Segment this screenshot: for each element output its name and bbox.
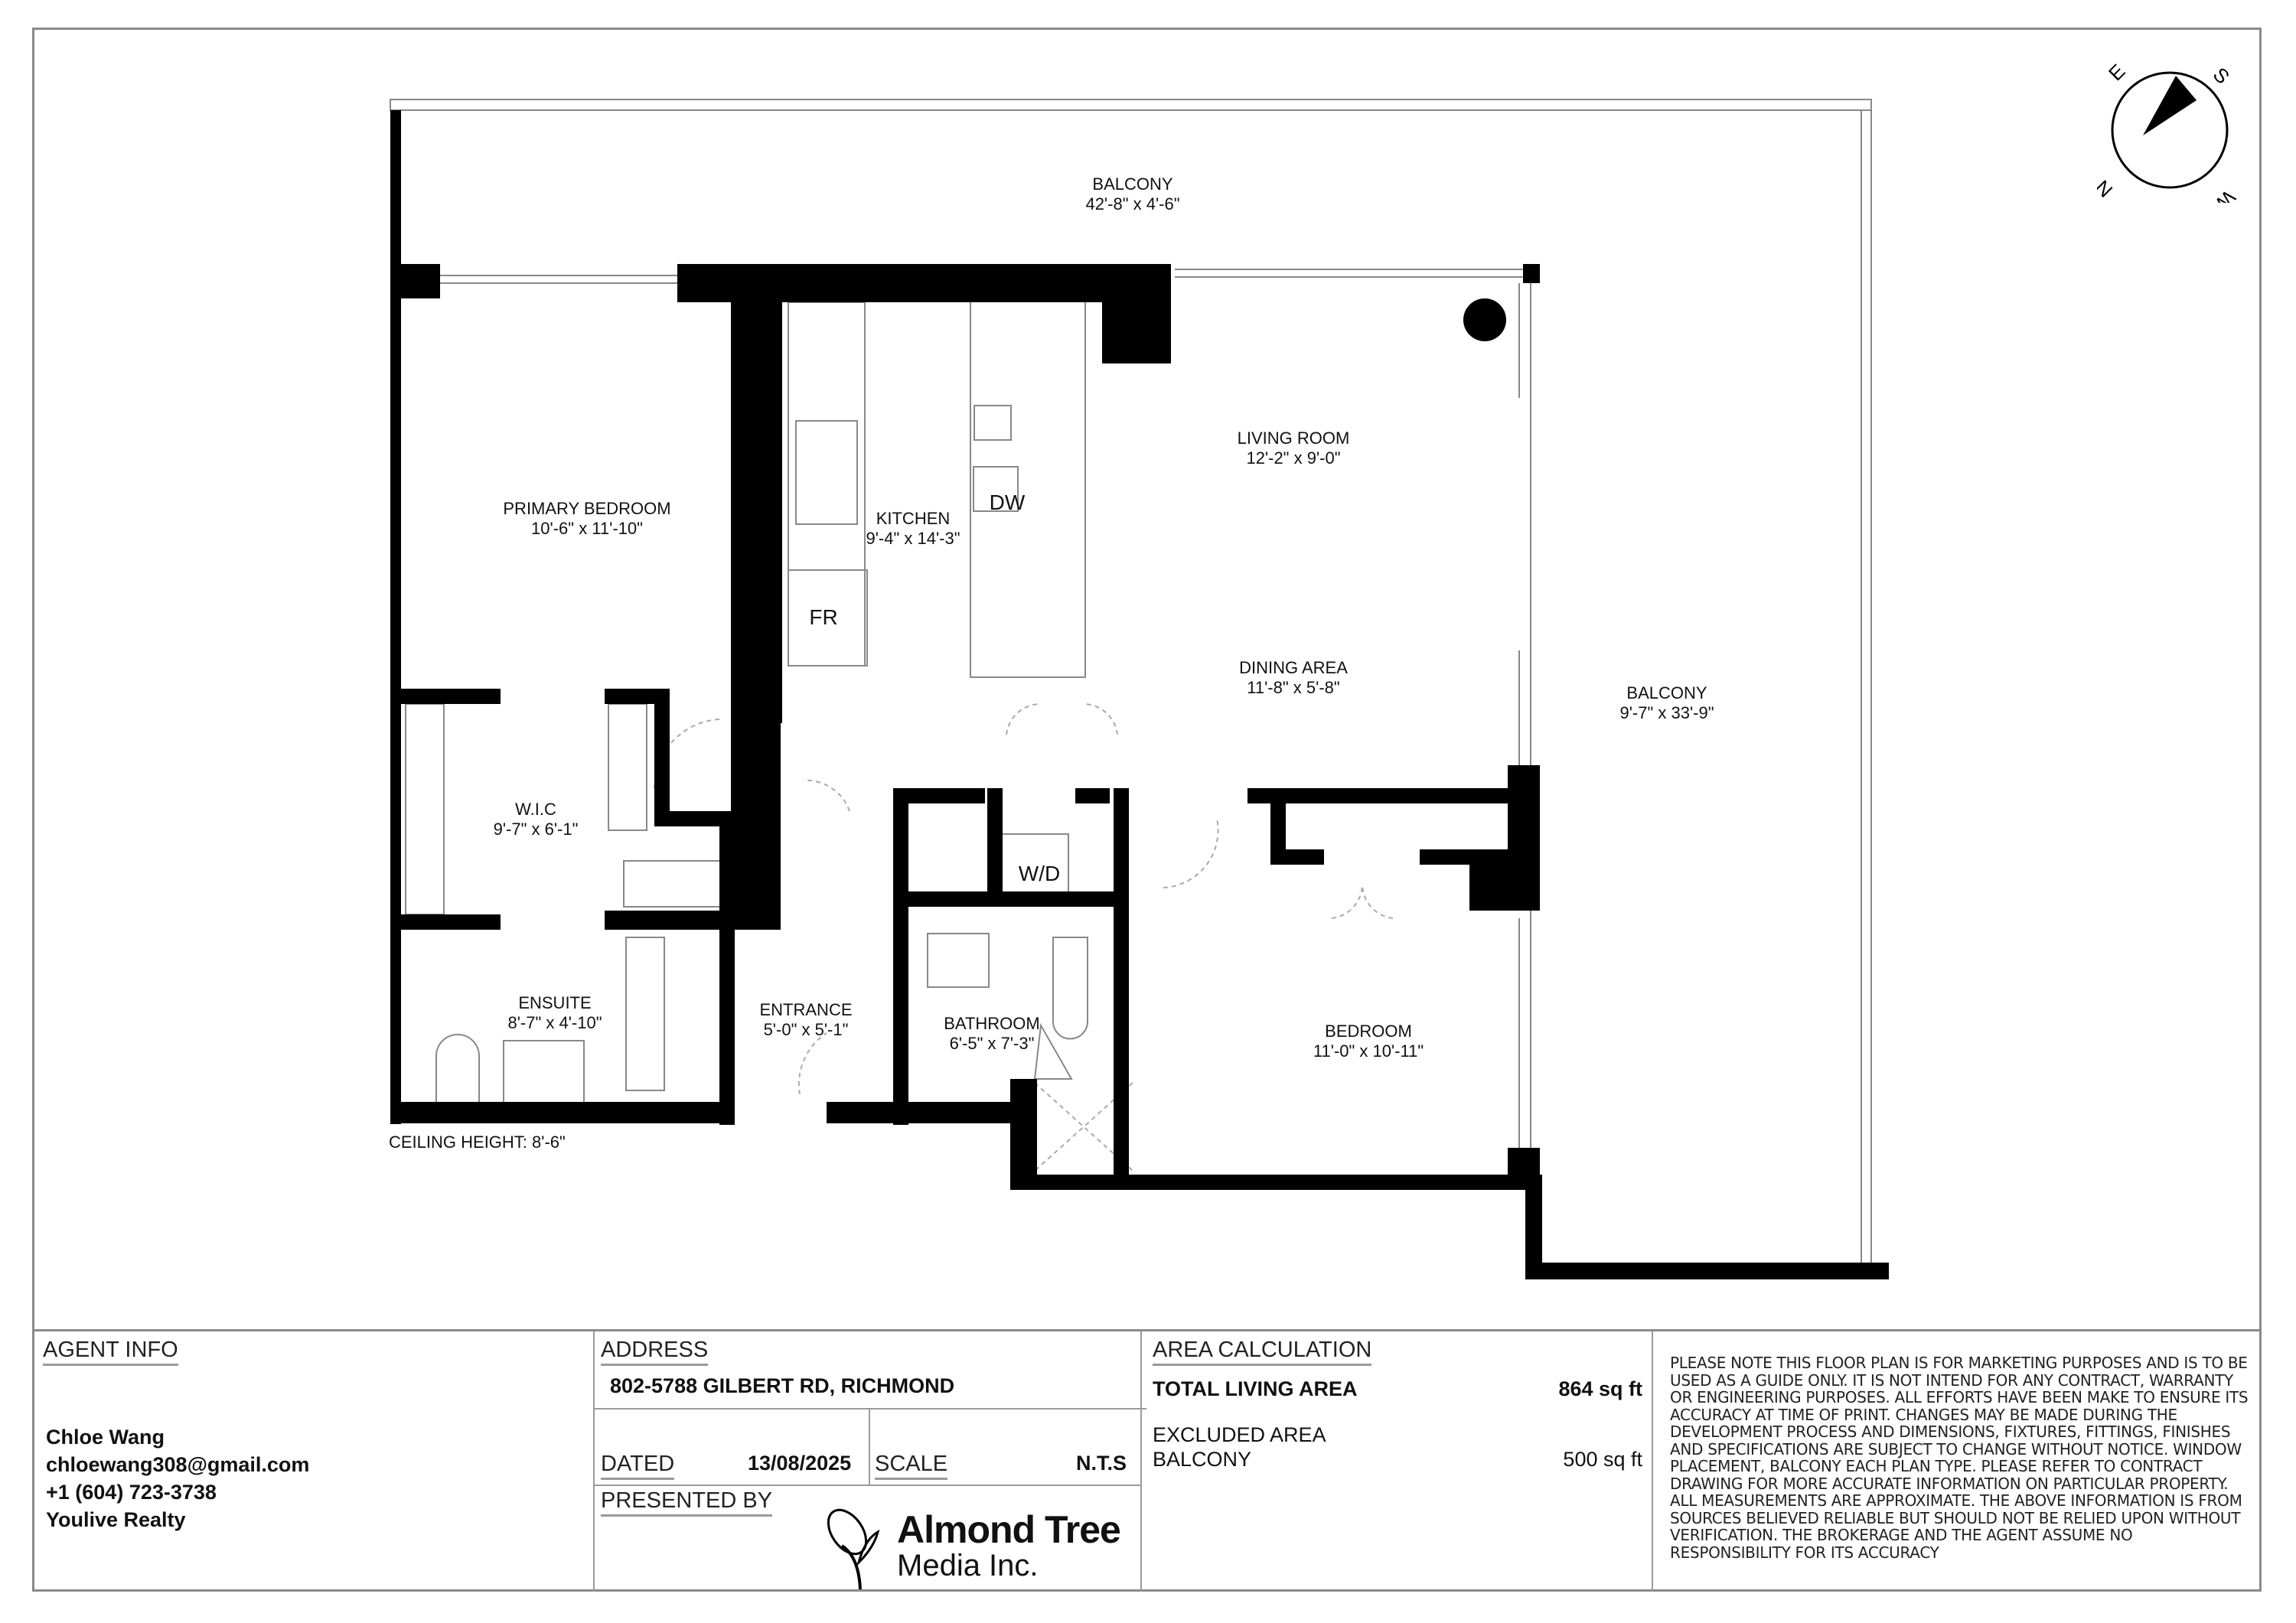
scale-value: N.T.S <box>1075 1452 1127 1475</box>
dishwasher-label: DW <box>989 490 1026 514</box>
dated-label: DATED <box>601 1452 675 1480</box>
compass-w: W <box>2210 186 2240 203</box>
disclaimer-panel: PLEASE NOTE THIS FLOOR PLAN IS FOR MARKE… <box>1653 1331 2262 1592</box>
presented-by-label: PRESENTED BY <box>601 1488 772 1517</box>
agent-email[interactable]: chloewang308@gmail.com <box>46 1453 310 1476</box>
ceiling-height: CEILING HEIGHT: 8'-6" <box>389 1133 566 1152</box>
total-living-area-row: TOTAL LIVING AREA 864 sq ft <box>1153 1377 1642 1401</box>
agent-name: Chloe Wang <box>46 1426 165 1449</box>
balcony-area-row: BALCONY 500 sq ft <box>1153 1448 1642 1471</box>
washer-dryer-label: W/D <box>1018 862 1061 885</box>
total-living-area-label: TOTAL LIVING AREA <box>1153 1377 1358 1400</box>
address-panel: ADDRESS 802-5788 GILBERT RD, RICHMOND DA… <box>595 1331 1142 1592</box>
address-header: ADDRESS <box>601 1338 709 1366</box>
compass-e: E <box>2104 60 2129 85</box>
balcony-area-label: BALCONY <box>1153 1448 1252 1471</box>
area-header: AREA CALCULATION <box>1153 1338 1372 1366</box>
agent-info-header: AGENT INFO <box>43 1338 178 1366</box>
balcony-area-value: 500 sq ft <box>1563 1448 1642 1471</box>
divider <box>869 1408 870 1484</box>
compass-s: S <box>2209 63 2234 88</box>
compass-icon: E S N W <box>2097 60 2240 203</box>
almond-tree-logo: Almond Tree Media Inc. <box>820 1501 1134 1593</box>
almond-leaf-icon <box>827 1508 880 1590</box>
agent-info-panel: AGENT INFO Chloe Wang chloewang308@gmail… <box>32 1331 595 1592</box>
agent-phone[interactable]: +1 (604) 723-3738 <box>46 1481 217 1504</box>
disclaimer-text: PLEASE NOTE THIS FLOOR PLAN IS FOR MARKE… <box>1670 1354 2249 1562</box>
divider <box>595 1484 1140 1486</box>
dated-value: 13/08/2025 <box>748 1452 852 1475</box>
agent-details: Chloe Wang chloewang308@gmail.com +1 (60… <box>46 1423 309 1533</box>
total-living-area-value: 864 sq ft <box>1558 1377 1642 1400</box>
fridge-label: FR <box>809 605 838 629</box>
page-frame <box>32 28 2262 1592</box>
logo-line1: Almond Tree <box>897 1508 1121 1551</box>
area-calculation-panel: AREA CALCULATION TOTAL LIVING AREA 864 s… <box>1140 1331 1653 1592</box>
address-value: 802-5788 GILBERT RD, RICHMOND <box>610 1374 955 1397</box>
agent-brokerage: Youlive Realty <box>46 1508 186 1531</box>
compass-n: N <box>2097 175 2117 201</box>
logo-line2: Media Inc. <box>897 1549 1039 1582</box>
tick <box>1140 1408 1146 1410</box>
title-block: AGENT INFO Chloe Wang chloewang308@gmail… <box>32 1329 2262 1592</box>
excluded-area-label: EXCLUDED AREA <box>1153 1423 1326 1446</box>
floor-plan <box>390 99 1889 1279</box>
scale-label: SCALE <box>875 1452 948 1480</box>
divider <box>595 1408 1140 1410</box>
